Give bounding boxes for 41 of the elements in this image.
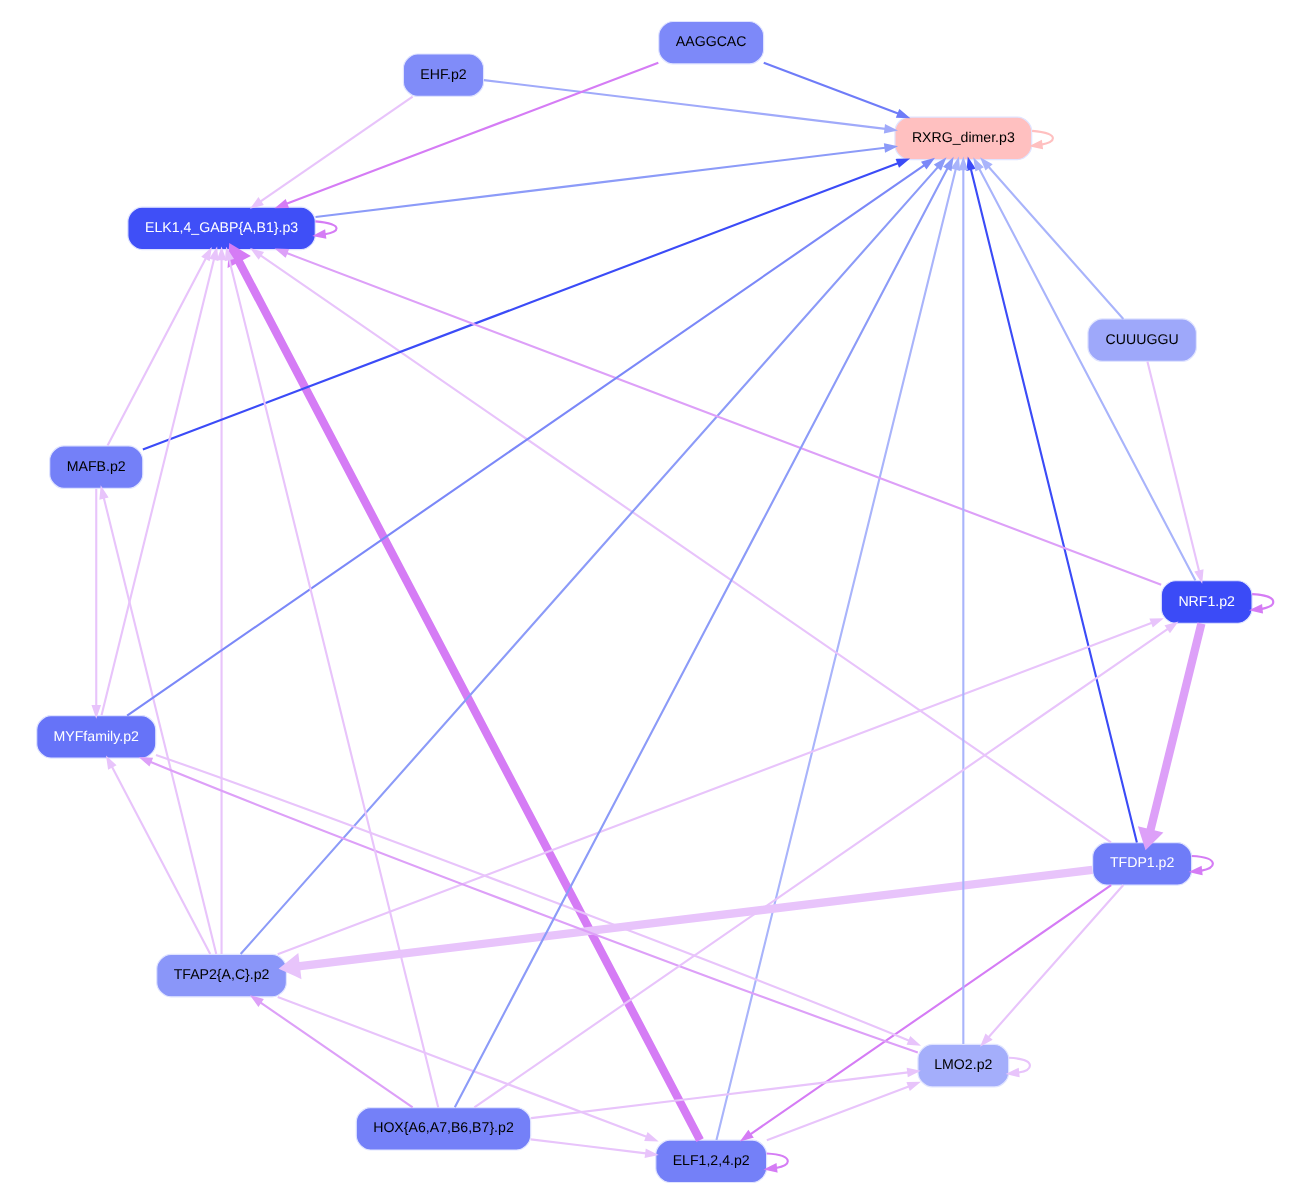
arrow [1145, 361, 1203, 584]
arrow [1136, 622, 1205, 851]
arrow [249, 248, 1111, 844]
arrow [141, 158, 910, 451]
arrow [762, 1152, 788, 1173]
arrow [226, 243, 703, 1142]
arrow [98, 485, 217, 955]
arrow [957, 156, 968, 1045]
arrow [529, 1138, 658, 1159]
arrow [1027, 129, 1053, 150]
arrow [273, 61, 658, 209]
arrow [276, 618, 1163, 956]
arrow [979, 884, 1124, 1047]
arrow [248, 95, 413, 209]
arrow [714, 156, 960, 1141]
arrow [223, 246, 439, 1108]
arrow [965, 156, 1137, 843]
arrow [104, 755, 211, 955]
arrow [276, 995, 658, 1142]
arrow [738, 884, 1111, 1142]
arrow [314, 143, 898, 219]
arrow [529, 1067, 920, 1120]
arrow [311, 220, 337, 239]
arrow [248, 995, 413, 1109]
arrow [277, 865, 1092, 980]
arrow [273, 248, 1161, 586]
arrow [1187, 854, 1213, 876]
arrow [762, 61, 910, 119]
arrow [472, 621, 1178, 1109]
arrow [765, 1081, 920, 1142]
arrow [215, 246, 226, 955]
arrow [972, 157, 1196, 582]
arrow [452, 156, 953, 1108]
arrow [482, 79, 898, 134]
arrow [99, 246, 218, 716]
arrow [1247, 593, 1274, 614]
arrow [90, 488, 101, 719]
arrow [105, 246, 211, 447]
arrow [1004, 1056, 1030, 1078]
arrow [238, 157, 946, 955]
arrow [979, 157, 1124, 320]
